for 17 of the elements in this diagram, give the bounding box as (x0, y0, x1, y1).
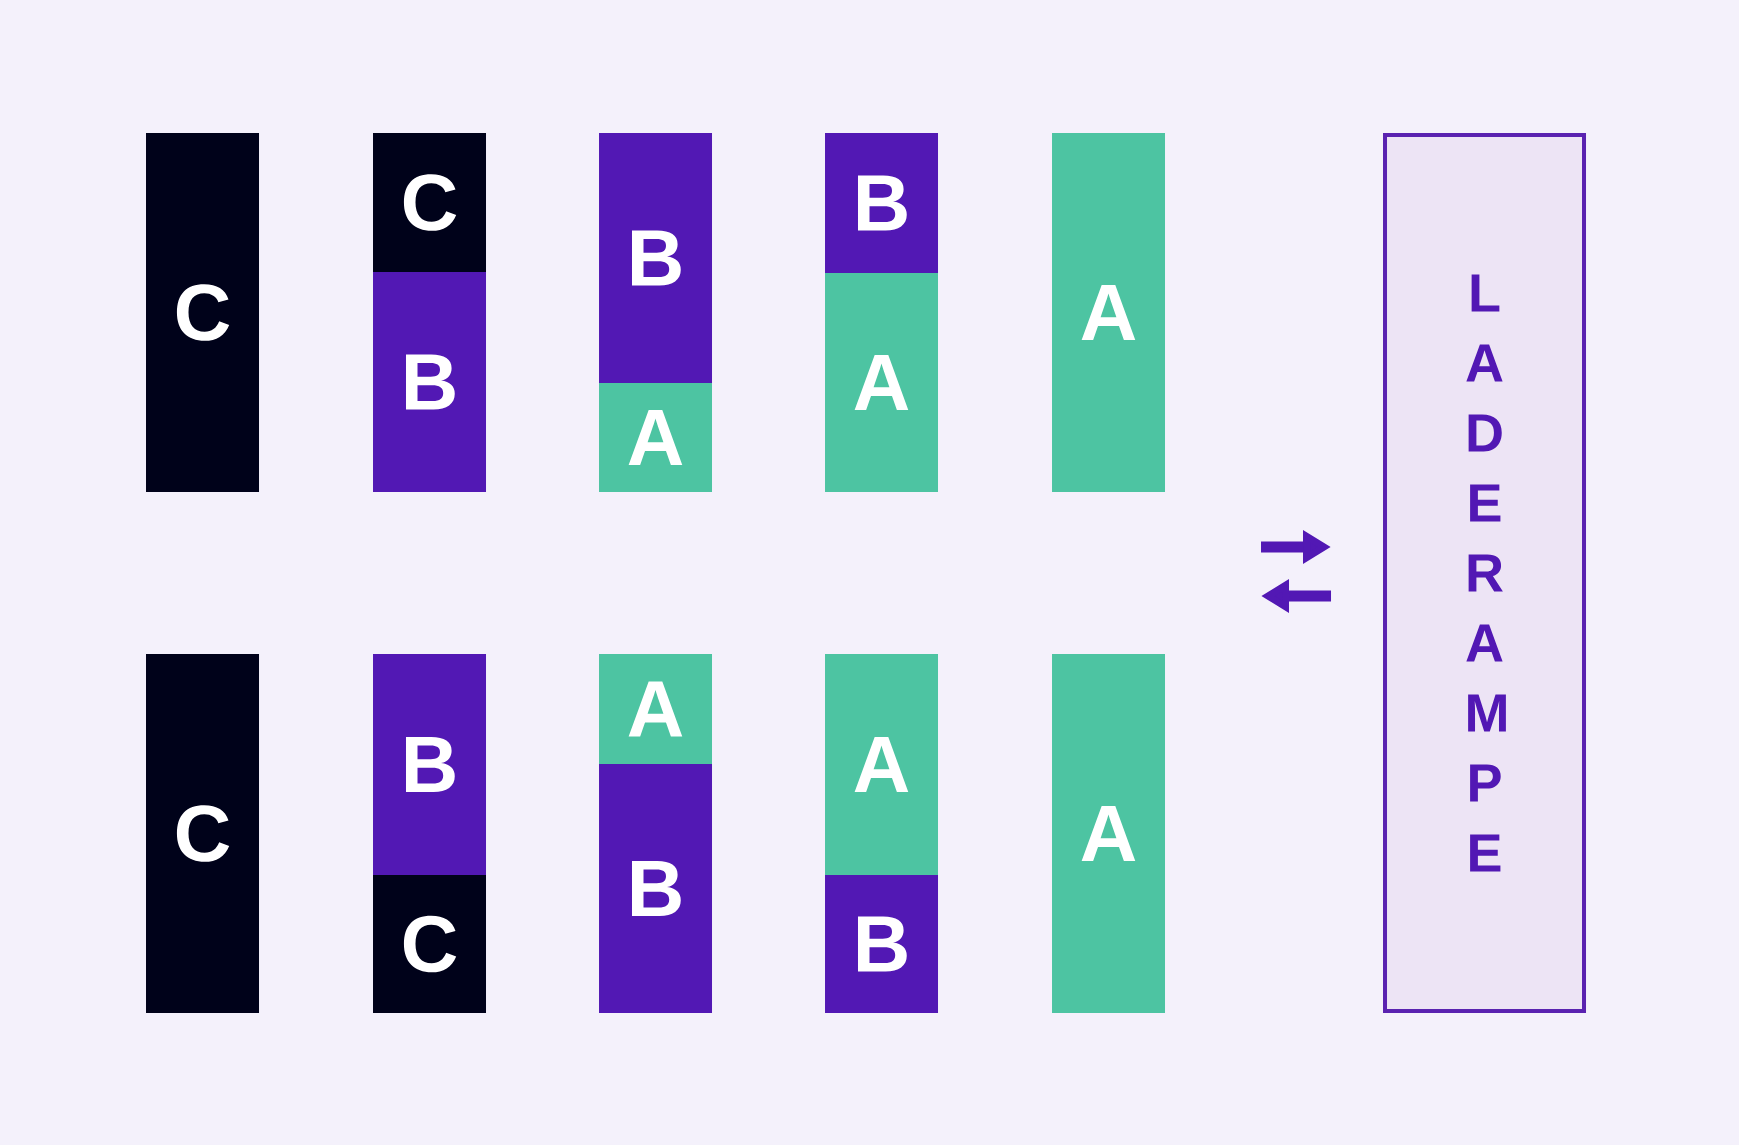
cargo-block: C (373, 875, 486, 1013)
loading-ramp-box: L A D E R A M P E (1383, 133, 1586, 1013)
cargo-block: A (825, 273, 938, 492)
cargo-block: A (599, 654, 712, 764)
cargo-block: A (1052, 133, 1165, 492)
cargo-block: B (825, 133, 938, 273)
cargo-block: A (599, 383, 712, 492)
cargo-block: B (373, 654, 486, 875)
cargo-block: B (599, 133, 712, 383)
cargo-block: B (373, 272, 486, 492)
cargo-block: C (146, 133, 259, 492)
cargo-block: C (373, 133, 486, 272)
cargo-block: A (825, 654, 938, 875)
cargo-block: B (599, 764, 712, 1013)
cargo-block: C (146, 654, 259, 1013)
cargo-block: B (825, 875, 938, 1013)
cargo-block: A (1052, 654, 1165, 1013)
